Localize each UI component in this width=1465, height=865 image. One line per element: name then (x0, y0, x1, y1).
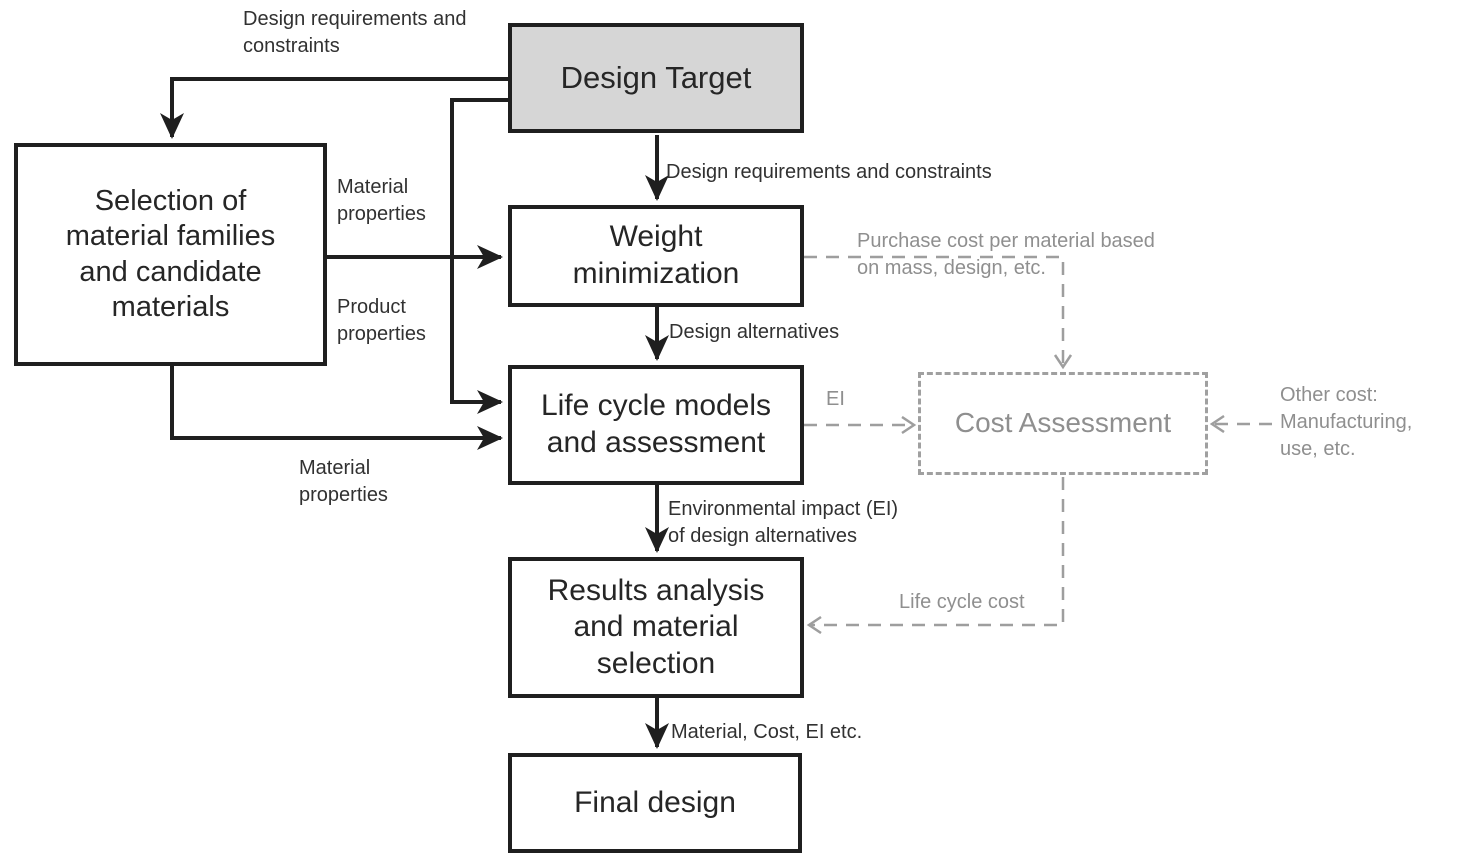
dashed-arrow-weight-to-cost (804, 255, 1063, 366)
label-design-requirements-top: Design requirements and constraints (243, 8, 467, 57)
node-design-target: Design Target (508, 23, 804, 133)
label-design-requirements-mid: Design requirements and constraints (666, 161, 992, 183)
arrow-design-target-to-selection (160, 77, 508, 139)
node-final-design: Final design (508, 753, 802, 853)
node-cost-assessment: Cost Assessment (918, 372, 1208, 475)
dashed-arrow-cost-to-results (810, 477, 1065, 625)
label-other-cost: Other cost: Manufacturing, use, etc. (1280, 384, 1413, 460)
label-life-cycle-cost: Life cycle cost (899, 591, 1025, 613)
label-material-properties-upper: Material properties (337, 176, 426, 225)
node-results-analysis: Results analysis and material selection (508, 557, 804, 698)
node-weight-minimization: Weight minimization (508, 205, 804, 307)
arrow-selection-to-lifecycle (170, 366, 503, 450)
label-material-cost-ei: Material, Cost, EI etc. (671, 721, 863, 743)
label-material-properties-lower: Material properties (299, 457, 388, 506)
arrow-design-target-to-lifecycle (450, 98, 508, 414)
label-product-properties: Product properties (337, 296, 426, 345)
label-design-alternatives: Design alternatives (669, 321, 840, 343)
label-ei: EI (826, 388, 845, 410)
label-environmental-impact: Environmental impact (EI) of design alte… (668, 498, 899, 547)
node-lifecycle-models: Life cycle models and assessment (508, 365, 804, 485)
node-selection-of-materials: Selection of material families and candi… (14, 143, 327, 366)
label-purchase-cost: Purchase cost per material based on mass… (857, 230, 1155, 279)
